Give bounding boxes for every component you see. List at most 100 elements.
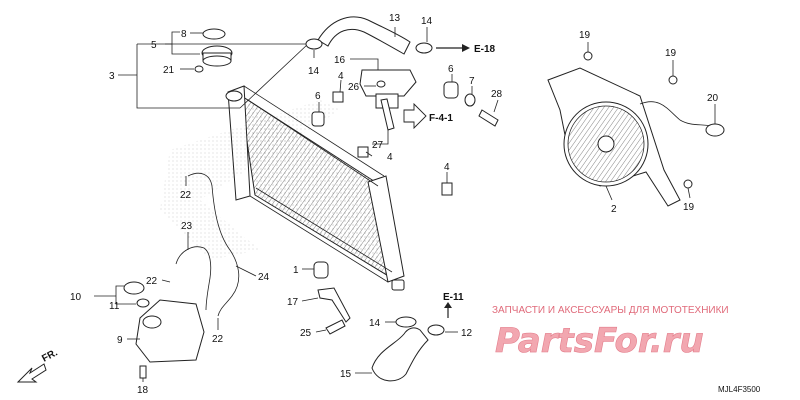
callout-6b: 6 xyxy=(448,64,454,75)
hose-clamp-14b xyxy=(415,42,433,54)
callout-14a: 14 xyxy=(308,66,320,77)
radiator-filler-neck xyxy=(225,90,243,102)
radiator-cap-8 xyxy=(202,28,226,40)
bolt-27 xyxy=(380,98,395,131)
stay-17 xyxy=(317,287,351,323)
bolt-25 xyxy=(325,319,346,335)
leader-25 xyxy=(315,329,327,333)
callout-14b: 14 xyxy=(421,16,433,27)
callout-4b: 4 xyxy=(387,152,393,163)
callout-11: 11 xyxy=(109,301,120,312)
leader-28 xyxy=(493,99,499,113)
ref-front: FR. xyxy=(40,347,60,364)
clip-4b xyxy=(357,146,369,158)
callout-4c: 4 xyxy=(444,162,450,173)
watermark-logo: PartsFor.ru xyxy=(495,321,704,361)
grommet-6a xyxy=(311,111,325,127)
callout-22c: 22 xyxy=(212,334,224,345)
reserve-tank xyxy=(123,281,205,379)
fan-assembly xyxy=(547,51,725,207)
callout-22b: 22 xyxy=(146,276,158,287)
radiator-cap-bottom xyxy=(202,55,232,67)
bolt-28 xyxy=(478,109,499,127)
leader-27 xyxy=(372,130,389,145)
leader-3-bracket xyxy=(136,43,309,109)
bolt-19a xyxy=(583,51,593,61)
grommet-6b xyxy=(443,81,459,99)
ref-e11: E-11 xyxy=(443,292,464,303)
reserve-tank-neck xyxy=(142,315,162,329)
leader-4a xyxy=(339,79,342,93)
thermo-bracket-16 xyxy=(359,69,417,97)
callout-16: 16 xyxy=(334,55,346,66)
siphon-tube-23 xyxy=(175,246,212,311)
fan-hub xyxy=(597,135,615,153)
callout-26: 26 xyxy=(348,82,360,93)
rubber-mount-1 xyxy=(313,261,329,279)
bolt-18 xyxy=(139,365,147,379)
leader-22b xyxy=(161,279,171,283)
hose-clamp-14c xyxy=(395,316,417,328)
radiator-cap-set xyxy=(194,28,233,73)
callout-5: 5 xyxy=(151,40,157,51)
leader-24 xyxy=(235,265,257,277)
reserve-tank-body xyxy=(135,299,205,363)
hose-clamp-14a xyxy=(305,38,323,50)
wing-backdrop xyxy=(160,100,340,260)
lower-hose-15 xyxy=(371,327,429,382)
bolt-26 xyxy=(376,80,386,88)
leader-16 xyxy=(350,58,379,70)
reserve-seal-11 xyxy=(136,298,150,308)
upper-hose-13 xyxy=(317,16,411,55)
callout-19b: 19 xyxy=(665,48,677,59)
diagram-code: MJL4F3500 xyxy=(718,385,761,394)
leader-5 xyxy=(165,31,200,55)
leader-2 xyxy=(605,185,613,201)
radiator-frame-top xyxy=(243,85,385,187)
collar-7 xyxy=(464,93,476,107)
callout-21: 21 xyxy=(163,65,175,76)
radiator-outlet-pipe xyxy=(391,279,405,291)
radiator-frame-bottom xyxy=(249,187,393,283)
f41-arrow xyxy=(403,102,427,130)
callout-15: 15 xyxy=(340,369,352,380)
clip-4c xyxy=(441,182,453,196)
clip-4a xyxy=(332,91,344,103)
callout-22a: 22 xyxy=(180,190,192,201)
reserve-cap-10 xyxy=(123,281,145,295)
callout-1: 1 xyxy=(293,265,299,276)
callout-18: 18 xyxy=(137,385,149,396)
callout-9: 9 xyxy=(117,335,123,346)
fan-wire xyxy=(639,101,713,127)
callout-25: 25 xyxy=(300,328,312,339)
callout-13: 13 xyxy=(389,13,401,24)
callout-2: 2 xyxy=(611,204,617,215)
connector-20 xyxy=(705,123,725,137)
callout-4a: 4 xyxy=(338,71,344,82)
front-arrow xyxy=(16,363,47,383)
overflow-tube-24 xyxy=(187,172,240,317)
callout-14c: 14 xyxy=(369,318,381,329)
callout-27: 27 xyxy=(372,140,384,151)
callout-3: 3 xyxy=(109,71,115,82)
callout-8: 8 xyxy=(181,29,187,40)
callout-20: 20 xyxy=(707,93,719,104)
leader-19c xyxy=(687,187,691,199)
leader-4b xyxy=(365,151,373,157)
watermark-tagline: ЗАПЧАСТИ И АКСЕССУАРЫ ДЛЯ МОТОТЕХНИКИ xyxy=(492,305,729,316)
callout-24: 24 xyxy=(258,272,270,283)
bolt-19c xyxy=(683,179,693,189)
leader-10-bracket xyxy=(94,285,136,305)
callout-7: 7 xyxy=(469,76,475,87)
callout-6a: 6 xyxy=(315,91,321,102)
callout-10: 10 xyxy=(70,292,82,303)
callout-23: 23 xyxy=(181,221,193,232)
callout-17: 17 xyxy=(287,297,299,308)
leader-17 xyxy=(301,297,319,302)
ref-f41: F-4-1 xyxy=(429,113,453,124)
callout-19c: 19 xyxy=(683,202,695,213)
e11-arrowhead xyxy=(444,302,452,308)
bolt-21 xyxy=(194,65,204,73)
